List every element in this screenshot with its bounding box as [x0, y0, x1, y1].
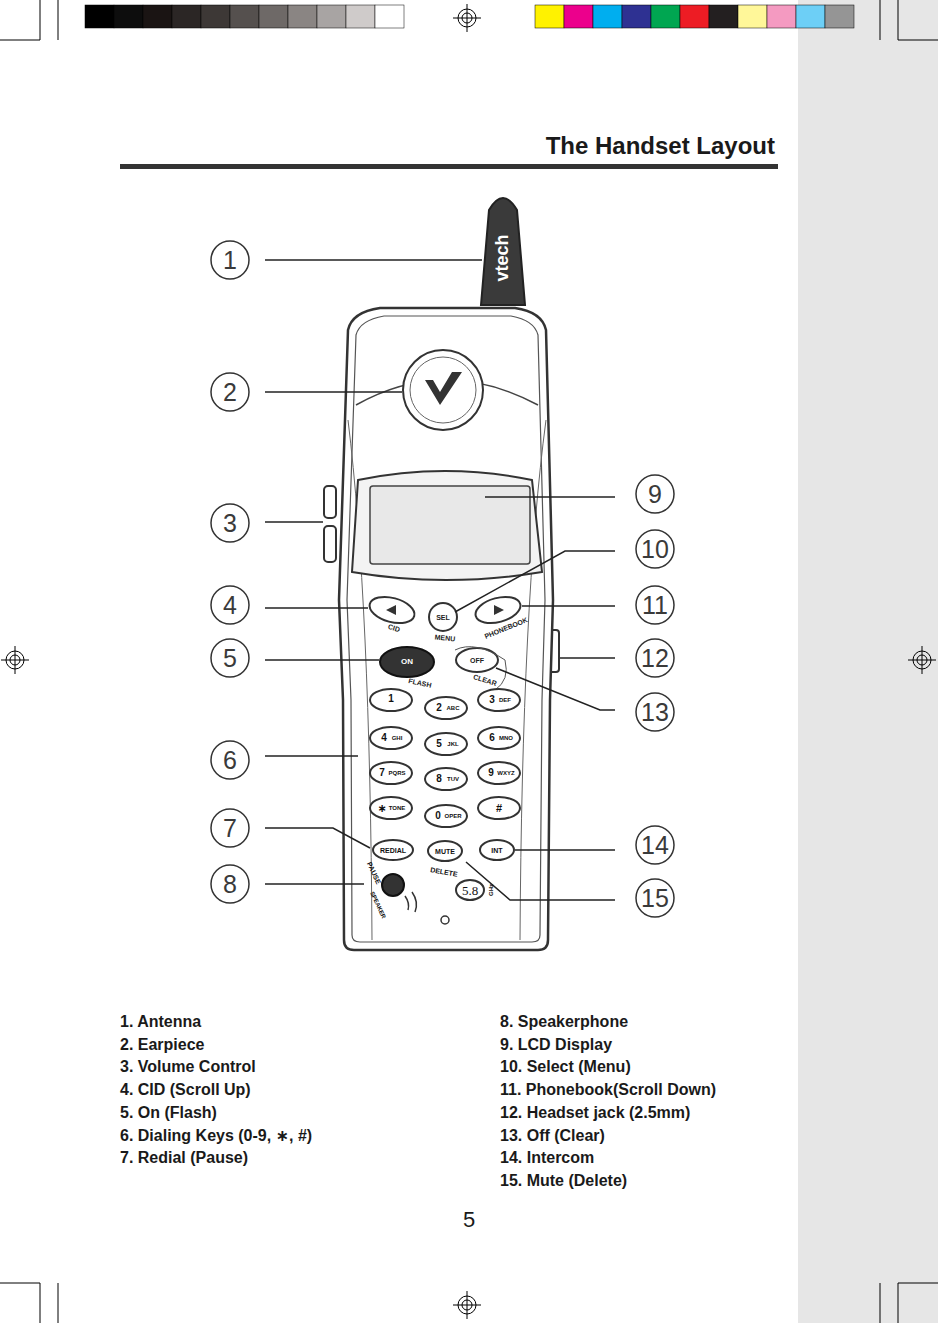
callout-number: 11 — [642, 593, 668, 618]
button-label: MNO — [499, 735, 513, 741]
callout-number: 2 — [223, 380, 237, 405]
callout-number: 6 — [223, 748, 237, 773]
page-number: 5 — [463, 1209, 475, 1231]
callout-number: 13 — [641, 700, 669, 725]
part-list-item: 1. Antenna — [120, 1014, 201, 1030]
part-list-item: 13. Off (Clear) — [500, 1128, 605, 1144]
button-label: REDIAL — [380, 847, 406, 854]
part-list-item: 14. Intercom — [500, 1150, 594, 1166]
button-label: # — [496, 803, 502, 814]
button-label: 1 — [388, 694, 394, 704]
part-list-item: 9. LCD Display — [500, 1037, 612, 1053]
callout-number: 4 — [223, 593, 237, 618]
button-label: SPEAKER — [369, 891, 387, 920]
button-label: DEF — [499, 697, 511, 703]
button-label: 8 — [436, 774, 442, 784]
button-label: 6 — [489, 733, 495, 743]
part-list-item: 2. Earpiece — [120, 1037, 205, 1053]
button-label: ∗ — [377, 803, 386, 814]
button-label: PQRS — [388, 770, 405, 776]
part-list-item: 4. CID (Scroll Up) — [120, 1082, 251, 1098]
part-list-item: 5. On (Flash) — [120, 1105, 217, 1121]
part-list-item: 8. Speakerphone — [500, 1014, 628, 1030]
button-label: GHz — [488, 884, 494, 896]
button-label: 5.8 — [462, 884, 478, 897]
callout-number: 3 — [223, 511, 237, 536]
button-label: 2 — [436, 703, 442, 713]
part-list-item: 6. Dialing Keys (0-9, ∗, #) — [120, 1128, 312, 1144]
part-list-item: 15. Mute (Delete) — [500, 1173, 627, 1189]
button-label: PHONEBOOK — [483, 616, 528, 640]
button-label: MENU — [434, 634, 455, 643]
button-label: 9 — [488, 768, 494, 778]
button-label: OFF — [470, 657, 484, 664]
part-list-item: 7. Redial (Pause) — [120, 1150, 248, 1166]
part-list-item: 11. Phonebook(Scroll Down) — [500, 1082, 716, 1098]
callout-number: 1 — [223, 248, 237, 273]
callout-number: 7 — [223, 816, 237, 841]
callout-number: 14 — [641, 833, 669, 858]
button-label: 7 — [379, 768, 385, 778]
part-list-item: 3. Volume Control — [120, 1059, 256, 1075]
button-label: vtech — [493, 234, 511, 281]
part-list-item: 10. Select (Menu) — [500, 1059, 631, 1075]
callout-number: 12 — [641, 646, 669, 671]
part-list-item: 12. Headset jack (2.5mm) — [500, 1105, 690, 1121]
button-label: CID — [387, 623, 401, 633]
callout-number: 10 — [641, 537, 669, 562]
button-label: SEL — [436, 614, 450, 621]
callout-number: 9 — [648, 482, 662, 507]
callout-number: 8 — [223, 872, 237, 897]
button-label: ON — [401, 658, 413, 666]
button-label: 0 — [435, 811, 441, 821]
button-label: 4 — [381, 733, 387, 743]
button-label: 3 — [489, 695, 495, 705]
button-label: ABC — [447, 705, 460, 711]
button-label: TONE — [389, 805, 406, 811]
button-label: JKL — [447, 741, 458, 747]
button-label: CLEAR — [472, 673, 497, 687]
button-label: WXYZ — [497, 770, 514, 776]
callout-number: 15 — [641, 886, 669, 911]
button-label: INT — [491, 847, 502, 854]
button-label: GHI — [392, 735, 403, 741]
button-label: FLASH — [408, 677, 432, 689]
button-label: PAUSE — [366, 861, 382, 885]
page-title: The Handset Layout — [546, 134, 775, 158]
button-label: OPER — [444, 813, 461, 819]
button-label: DELETE — [430, 866, 458, 878]
button-label: 5 — [436, 739, 442, 749]
callout-number: 5 — [223, 646, 237, 671]
button-label: TUV — [447, 776, 459, 782]
button-label: MUTE — [435, 848, 455, 855]
